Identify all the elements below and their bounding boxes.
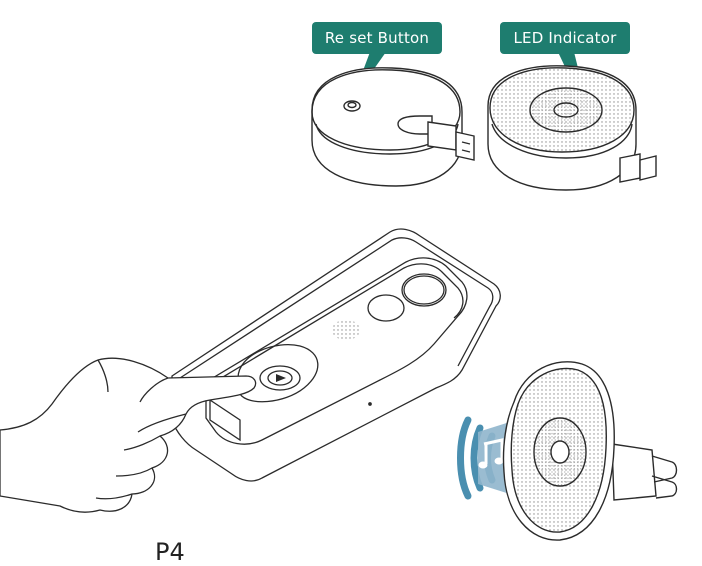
- plug-in-chime: [502, 361, 678, 541]
- pressing-hand: [0, 357, 257, 513]
- page-number: P4: [155, 538, 185, 566]
- led-indicator-callout: LED Indicator: [500, 22, 630, 54]
- chime-receiver-led: [487, 65, 657, 191]
- reset-button-label: Re set Button: [324, 29, 430, 47]
- led-indicator-label: LED Indicator: [513, 29, 617, 47]
- chime-receiver-reset: [311, 67, 475, 187]
- video-doorbell: [171, 228, 501, 482]
- reset-button-callout: Re set Button: [312, 22, 442, 54]
- music-note-icon: [478, 438, 504, 469]
